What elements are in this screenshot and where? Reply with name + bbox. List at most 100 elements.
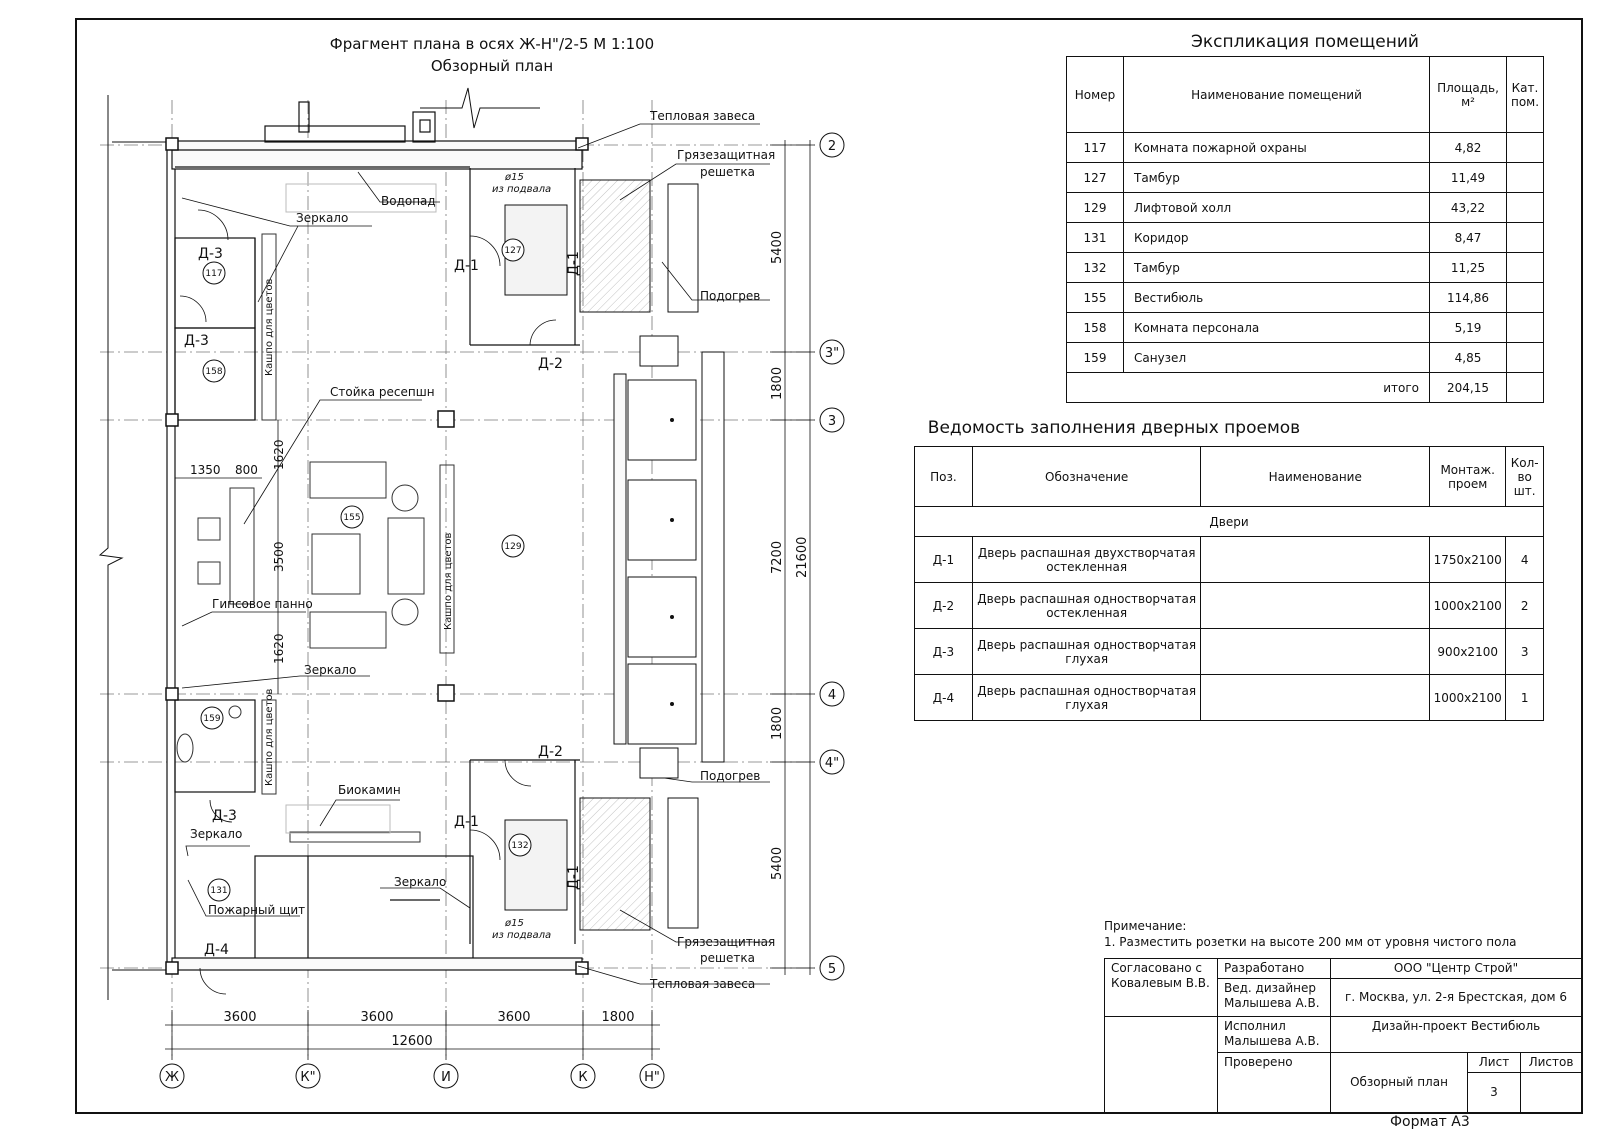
label-gryazezashitnaya-top: Грязезащитная — [677, 148, 775, 162]
label-stoyka-resepshn: Стойка ресепшн — [330, 385, 435, 399]
note-title: Примечание: — [1104, 919, 1187, 933]
room-117: 117 — [205, 269, 222, 279]
exp-row-num: 132 — [1066, 252, 1124, 283]
exp-row-cat — [1506, 162, 1544, 193]
plan-subtitle: Обзорный план — [431, 57, 553, 75]
exp-row-num: 155 — [1066, 282, 1124, 313]
explication-title: Экспликация помещений — [1191, 32, 1419, 52]
axis-4-prime: 4" — [825, 756, 839, 771]
exp-total-value: 204,15 — [1429, 372, 1507, 403]
door-label-d3-159: Д-3 — [212, 808, 237, 824]
exp-row-num: 158 — [1066, 312, 1124, 343]
door-row-desc: Дверь распашная одностворчатая остекленн… — [971, 582, 1202, 629]
dim-12600: 12600 — [391, 1034, 432, 1049]
dim-1620-bottom: 1620 — [272, 633, 286, 664]
room-markers — [200, 238, 532, 902]
door-row-qty: 4 — [1505, 536, 1544, 583]
axis-bubbles-bottom — [159, 1063, 665, 1089]
format-label: Формат А3 — [1390, 1114, 1470, 1130]
entrance-mats — [504, 179, 699, 931]
dim-3500: 3500 — [272, 541, 286, 572]
exp-row-num: 159 — [1066, 342, 1124, 373]
exp-row-num: 127 — [1066, 162, 1124, 193]
label-gipsovoe-panno: Гипсовое панно — [212, 597, 313, 611]
exp-total-label: итого — [1066, 372, 1430, 403]
break-lines — [98, 87, 540, 1000]
exp-row-name: Лифтовой холл — [1123, 192, 1430, 223]
door-row-size: 1000х2100 — [1429, 582, 1507, 629]
stamp-empty — [1104, 1016, 1218, 1113]
exp-row-name: Тамбур — [1123, 252, 1430, 283]
stamp-sheet-name: Обзорный план — [1330, 1052, 1468, 1113]
stamp-checked: Проверено — [1217, 1052, 1331, 1113]
label-podogrev-top: Подогрев — [700, 289, 760, 303]
axis-k: К — [578, 1070, 587, 1085]
dim-3600-c: 3600 — [497, 1010, 530, 1025]
label-teplovaya-zavesa-bottom: Тепловая завеса — [649, 977, 755, 991]
label-kashpo-2: Кашпо для цветов — [443, 532, 454, 630]
stamp-agreed: Согласовано с Ковалевым В.В. — [1104, 958, 1218, 1017]
stamp-lead-designer: Вед. дизайнер Малышева А.В. — [1217, 978, 1331, 1017]
label-vodopad: Водопад — [381, 194, 436, 208]
exp-row-area: 11,49 — [1429, 162, 1507, 193]
columns — [165, 137, 589, 975]
stamp-address: г. Москва, ул. 2-я Брестская, дом 6 — [1330, 978, 1582, 1017]
door-row-desc: Дверь распашная одностворчатая глухая — [971, 674, 1202, 721]
door-row-desc: Дверь распашная одностворчатая глухая — [971, 628, 1202, 675]
stamp-sheets-num — [1520, 1072, 1582, 1113]
doors-header-desc: Обозначение — [971, 446, 1202, 507]
door-row-desc: Дверь распашная двухстворчатая остекленн… — [971, 536, 1202, 583]
room-159: 159 — [203, 714, 220, 724]
exp-header-cat: Кат. пом. — [1506, 56, 1544, 133]
exp-row-num: 117 — [1066, 132, 1124, 163]
exp-row-name: Комната пожарной охраны — [1123, 132, 1430, 163]
stamp-sheet-label: Лист — [1467, 1052, 1521, 1073]
door-row-pos: Д-2 — [914, 582, 973, 629]
label-d15-top: ø15 — [504, 172, 524, 183]
exp-row-name: Вестибюль — [1123, 282, 1430, 313]
door-label-d3-158: Д-3 — [184, 333, 209, 349]
exp-row-cat — [1506, 222, 1544, 253]
door-row-size: 1750х2100 — [1429, 536, 1507, 583]
door-row-name — [1200, 582, 1431, 629]
dim-1350: 1350 — [190, 463, 221, 477]
dimension-chain-right — [770, 140, 815, 975]
doors-header-pos: Поз. — [914, 446, 973, 507]
exp-row-area: 8,47 — [1429, 222, 1507, 253]
label-d15-bottom: ø15 — [504, 918, 524, 929]
stamp-project: Дизайн-проект Вестибюль — [1330, 1016, 1582, 1053]
title-block: Согласовано с Ковалевым В.В. Разработано… — [1104, 958, 1582, 1113]
dim-21600: 21600 — [795, 537, 810, 578]
exp-row-name: Комната персонала — [1123, 312, 1430, 343]
elevator-shafts — [613, 335, 725, 779]
explication-table: Номер Наименование помещений Площадь, м²… — [1066, 56, 1544, 403]
door-row-name — [1200, 628, 1431, 675]
door-label-d1-132: Д-1 — [454, 814, 479, 830]
door-row-pos: Д-3 — [914, 628, 973, 675]
axis-3-prime: 3" — [825, 346, 839, 361]
doors-header-size: Монтаж. проем — [1429, 446, 1507, 507]
axis-5: 5 — [828, 962, 836, 977]
exp-row-area: 11,25 — [1429, 252, 1507, 283]
exp-row-cat — [1506, 252, 1544, 283]
label-zerkalo-4: Зеркало — [394, 875, 446, 889]
exp-row-area: 43,22 — [1429, 192, 1507, 223]
dim-7200: 7200 — [770, 541, 785, 574]
label-podogrev-bottom: Подогрев — [700, 769, 760, 783]
label-iz-podvala-bottom: из подвала — [492, 930, 551, 941]
walls — [166, 101, 583, 971]
door-label-d1-132-outer: Д-1 — [566, 865, 582, 890]
door-row-name — [1200, 674, 1431, 721]
label-reshetka-top: решетка — [700, 165, 755, 179]
doors-table-title: Ведомость заполнения дверных проемов — [927, 418, 1301, 438]
label-biokamin: Биокамин — [338, 783, 401, 797]
exp-header-name: Наименование помещений — [1123, 56, 1430, 133]
axis-k-prime: К" — [300, 1070, 315, 1085]
axis-zh: Ж — [165, 1070, 179, 1085]
room-129: 129 — [504, 542, 521, 552]
elevator-dots — [670, 418, 674, 706]
label-zerkalo-2: Зеркало — [304, 663, 356, 677]
label-iz-podvala-top: из подвала — [492, 184, 551, 195]
exp-row-cat — [1506, 132, 1544, 163]
